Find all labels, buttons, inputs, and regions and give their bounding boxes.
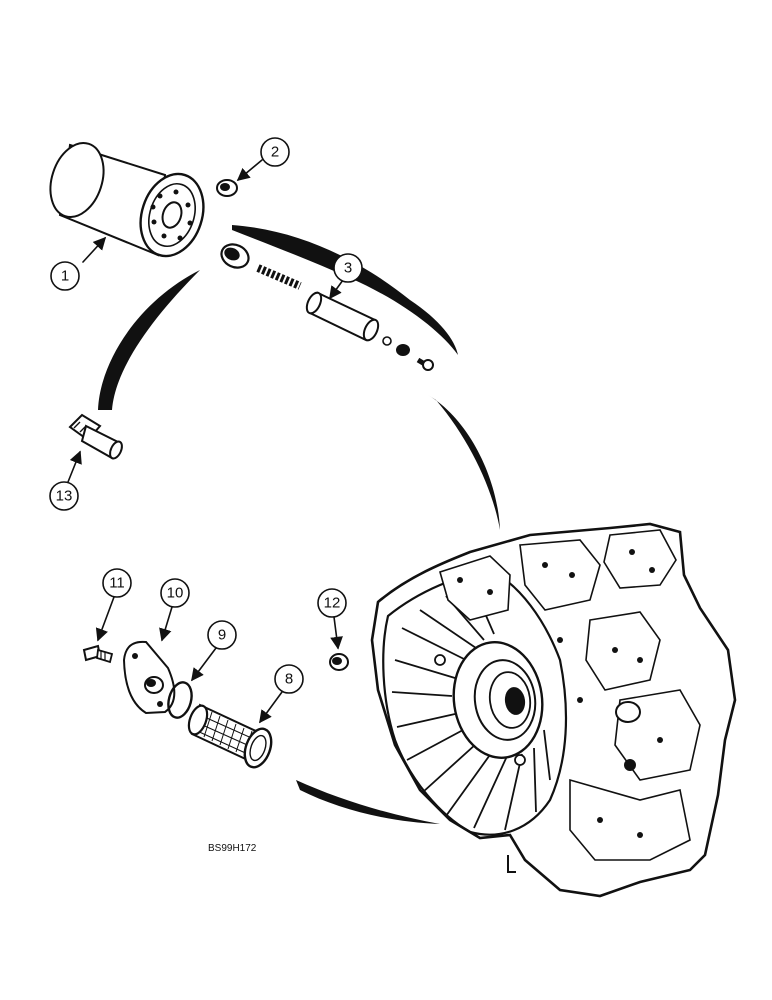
- callout-label-8: 8: [285, 671, 293, 688]
- callout-label-11: 11: [109, 575, 125, 592]
- callout-label-1: 1: [61, 268, 69, 285]
- callout-label-10: 10: [167, 585, 184, 602]
- plug-part-2: [216, 179, 238, 197]
- callout-label-12: 12: [324, 595, 341, 612]
- figure-code: BS99H172: [208, 843, 257, 854]
- callout-circle-8: [274, 664, 304, 694]
- assembly-swoosh-lines: [98, 225, 500, 824]
- relief-valve-kit-part: [220, 243, 434, 371]
- callouts: 1 2 3 8 9 10 11 12 13: [49, 137, 363, 724]
- callout-label-3: 3: [344, 260, 352, 277]
- bolt-part-11: [82, 644, 114, 664]
- callout-circle-11: [102, 568, 132, 598]
- swoosh-housing-upper: [428, 395, 500, 530]
- swoosh-valve-group: [232, 225, 458, 355]
- callout-label-2: 2: [271, 144, 279, 161]
- fitting-part-13: [68, 413, 123, 460]
- o-ring-part-9: [167, 681, 193, 719]
- callout-circle-13: [49, 481, 79, 511]
- callout-label-9: 9: [218, 627, 226, 644]
- transmission-housing: [370, 522, 737, 898]
- swoosh-filter-group: [98, 270, 200, 410]
- callout-label-13: 13: [56, 488, 73, 505]
- callout-circle-10: [160, 578, 190, 608]
- cover-plate-part-10: [122, 640, 176, 715]
- callout-circle-2: [260, 137, 290, 167]
- callout-circle-3: [333, 253, 363, 283]
- callout-circle-12: [317, 588, 347, 618]
- plug-part-12: [329, 653, 349, 671]
- callout-circle-9: [207, 620, 237, 650]
- screen-filter-part-8: [187, 703, 273, 769]
- callout-circle-1: [50, 261, 80, 291]
- filter-cartridge-part: [49, 142, 205, 258]
